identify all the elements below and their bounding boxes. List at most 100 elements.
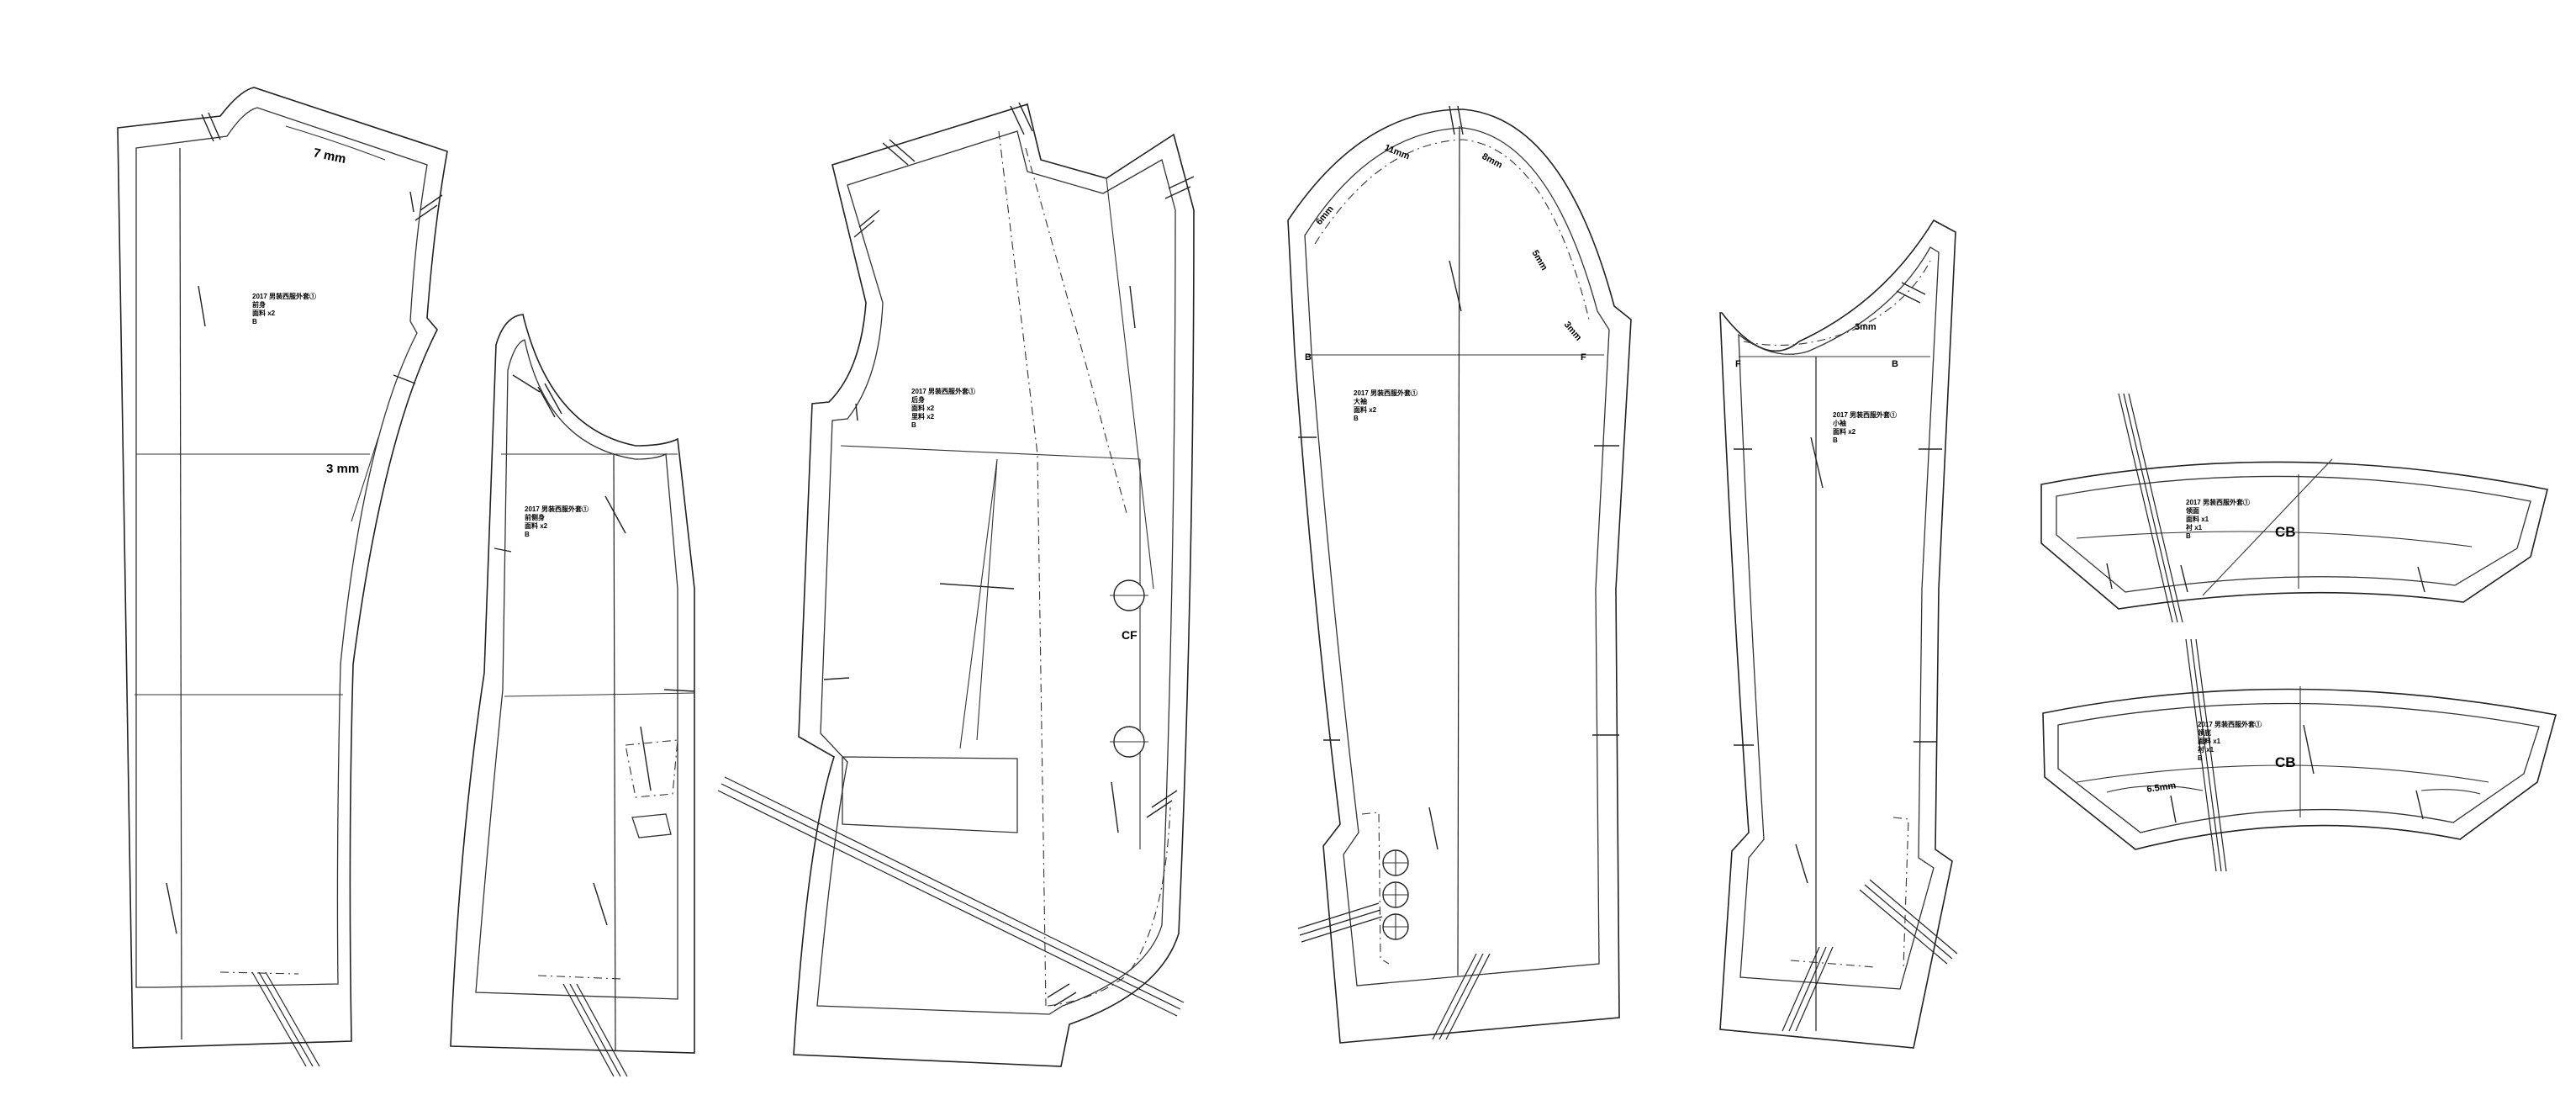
side-panel-hem-dash: [537, 975, 623, 980]
collar-top-cb-label: CB: [2275, 524, 2296, 540]
piece-info-line: B: [911, 421, 916, 429]
notch-mark: [512, 374, 541, 393]
piece-info-line: 小袖: [1832, 419, 1846, 427]
piece-info-line: 面料 x2: [525, 521, 548, 530]
front-side-panel-dart-mark: [351, 436, 379, 522]
notch-mark: [1053, 992, 1077, 1007]
notch-mark: [1810, 436, 1824, 489]
piece-info-line: 前侧身: [525, 513, 545, 521]
notch-mark: [414, 204, 438, 221]
lapel-edge-line: [1106, 177, 1154, 590]
collar-bottom-left-mark: [2106, 785, 2204, 793]
grain-arrow: [251, 971, 307, 1067]
under-sleeve-seamline: [1738, 246, 1940, 990]
grain-arrow: [562, 983, 615, 1077]
back-panel-cutline: [793, 103, 1195, 1067]
grain-arrow: [1297, 902, 1380, 929]
notch-mark: [2417, 566, 2426, 593]
back-panel-roll-dash-2: [1025, 147, 1127, 514]
grain-arrow: [1869, 879, 1958, 955]
piece-info-line: 领底: [2198, 728, 2211, 737]
grain-arrow: [2118, 393, 2173, 623]
notch-mark: [1010, 105, 1025, 135]
under-sleeve-vent: [1892, 817, 1909, 968]
notch-mark: [1449, 260, 1462, 312]
grain-arrow: [1301, 916, 1383, 943]
top-sleeve-piece: B F 6mm 11mm 8mm 5mm 3mm 2017 男装西服外套① 大袖…: [1287, 105, 1632, 1044]
grain-arrow: [2123, 393, 2178, 623]
notch-mark: [1151, 790, 1178, 808]
buttonhole-top: [1110, 579, 1148, 611]
under-sleeve-piece: F B 3mm 2017 男装西服外套① 小袖 面料 x2 B: [1719, 219, 1958, 1049]
side-panel-grainline: [613, 453, 616, 1052]
collar-bottom-seamline: [2057, 702, 2540, 833]
piece-info-line: 2017 男装西服外套①: [2198, 720, 2262, 728]
piece-info-line: 衬 x1: [2185, 523, 2203, 532]
notch-mark: [1428, 807, 1438, 850]
sleeve-cap-label: 3mm: [1855, 322, 1877, 332]
collar-bottom-cutline: [2042, 688, 2558, 850]
front-side-panel-grainline: [179, 147, 182, 1040]
collar-bottom-roll-line: [2076, 764, 2489, 783]
back-panel-piece: CF 2017 男装西服外套① 后身 面料 x2 里料 x2 B: [717, 102, 1195, 1067]
grain-arrow: [1795, 946, 1834, 1032]
under-sleeve-hem-dash: [1790, 960, 1876, 968]
piece-info-line: 2017 男装西服外套①: [1833, 410, 1897, 419]
side-panel-seamline: [475, 339, 678, 1000]
piece-info-line: 衬 x1: [2197, 745, 2214, 754]
piece-info-line: 面料 x1: [2186, 515, 2209, 523]
piece-info-line: 后身: [911, 395, 925, 404]
notch-mark: [1896, 290, 1921, 304]
pocket-welt: [842, 756, 1018, 833]
sleeve-cap-label: 3mm: [1562, 320, 1584, 343]
under-sleeve-cap-dash: [1743, 260, 1931, 346]
grain-arrow: [1782, 946, 1820, 1032]
piece-info-line: B: [1354, 415, 1359, 422]
under-sleeve-cutline: [1719, 219, 1956, 1049]
notch-mark: [858, 209, 880, 228]
collar-bottom-piece: CB 6.5mm 2017 男装西服外套① 领底 面料 x1 衬 x1 B: [2042, 638, 2558, 872]
grain-arrow: [2195, 638, 2227, 872]
notch-mark: [2415, 790, 2424, 820]
notch-mark: [2303, 724, 2315, 775]
sleeve-cap-label: 8mm: [1481, 151, 1505, 171]
notch-mark: [198, 285, 206, 327]
piece-info-line: 前身: [252, 300, 266, 309]
notch-mark: [544, 383, 562, 415]
grain-arrow: [576, 983, 628, 1077]
collar-top-info-block: 2017 男装西服外套① 领面 面料 x1 衬 x1 B: [2185, 498, 2250, 540]
notch-mark: [1164, 186, 1191, 199]
back-panel-info-block: 2017 男装西服外套① 后身 面料 x2 里料 x2 B: [911, 387, 975, 429]
notch-mark: [494, 547, 512, 553]
piece-info-line: B: [2198, 754, 2203, 762]
notch-mark: [409, 191, 414, 213]
grain-arrow: [2190, 638, 2222, 872]
buttonhole-bottom: [1110, 726, 1148, 758]
notch-mark: [1047, 983, 1070, 998]
collar-top-roll-line: [2076, 531, 2473, 547]
notch-mark: [537, 386, 556, 418]
sleeve-mark-left: B: [1305, 352, 1312, 362]
piece-info-line: 2017 男装西服外套①: [525, 505, 589, 513]
collar-top-diag: [2202, 458, 2333, 596]
side-panel-cutline: [450, 314, 695, 1054]
notch-mark: [1795, 844, 1808, 884]
notch-mark: [889, 139, 916, 162]
pocket-bag-outline: [631, 813, 672, 838]
front-side-panel-info-block: 2017 男装西服外套① 前身 面料 x2 B: [252, 292, 316, 325]
front-side-panel-measure-side: 3 mm: [326, 462, 359, 476]
grain-arrow: [1299, 909, 1381, 936]
piece-info-line: 面料 x2: [1354, 405, 1377, 414]
piece-info-line: 2017 男装西服外套①: [911, 387, 975, 395]
back-panel-seamline: [816, 130, 1176, 1015]
sleeve-mark-left: F: [1735, 359, 1741, 369]
under-sleeve-info-block: 2017 男装西服外套① 小袖 面料 x2 B: [1832, 410, 1897, 444]
notch-mark: [939, 583, 1015, 590]
front-side-panel-measure-top: 7 mm: [312, 145, 347, 167]
piece-info-line: B: [1833, 436, 1838, 444]
piece-info-line: 大袖: [1354, 397, 1367, 405]
collar-bottom-right-mark: [2420, 789, 2481, 795]
notch-mark: [640, 726, 652, 791]
collar-bottom-left-label: 6.5mm: [2146, 780, 2177, 795]
